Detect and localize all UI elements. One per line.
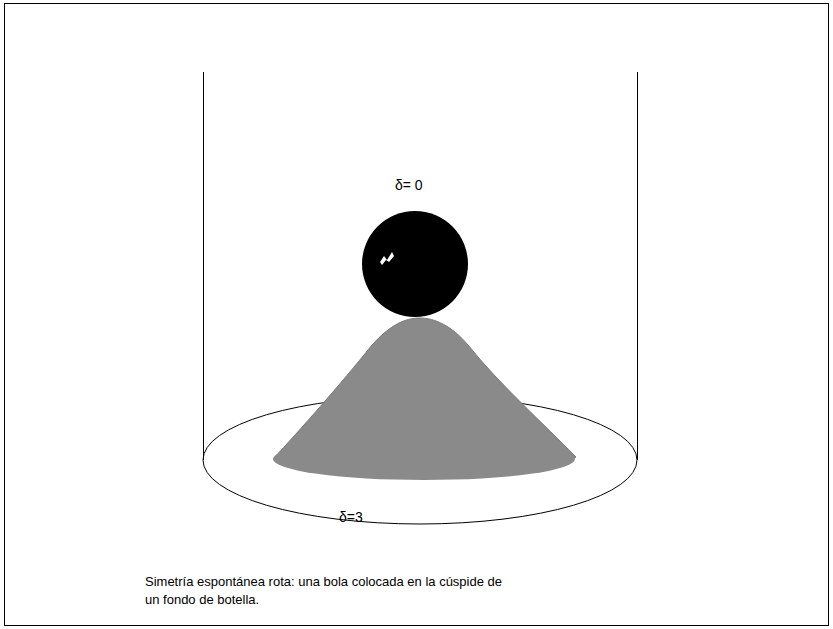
frame <box>5 4 829 626</box>
bottle-wall <box>637 72 638 460</box>
caption: Simetría espontánea rota: una bola coloc… <box>145 573 505 609</box>
delta-label: δ=3 <box>339 509 363 526</box>
delta-label: δ= 0 <box>395 177 423 194</box>
punt-base <box>273 438 575 480</box>
ball-highlight <box>380 252 394 265</box>
bottle-wall <box>203 72 204 460</box>
ball <box>362 211 468 317</box>
